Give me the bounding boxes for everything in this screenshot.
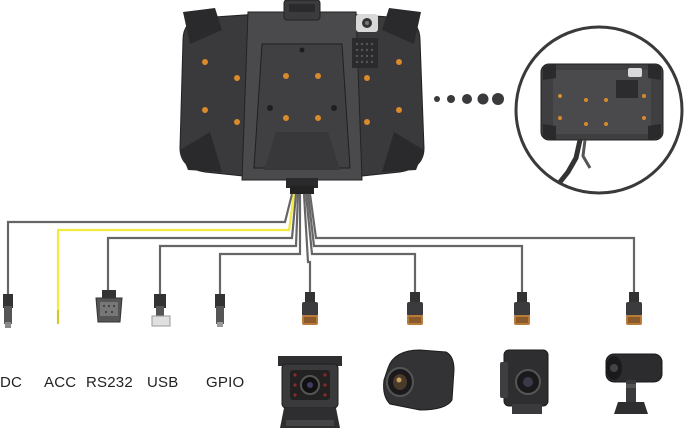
- side-camera-icon: [383, 349, 455, 411]
- cable-bundle: [6, 193, 636, 322]
- usb-plug-icon: [151, 294, 171, 327]
- rs232-connector-icon: [95, 290, 123, 323]
- rear-camera-icon: [278, 356, 342, 428]
- zoom-circle-icon: [514, 25, 684, 195]
- aviation-connector-icon: [302, 292, 642, 325]
- front-camera-icon: [500, 349, 549, 414]
- dots-ellipsis-icon: [434, 93, 504, 105]
- port-label-usb: USB: [147, 374, 179, 391]
- port-label-gpio: GPIO: [206, 374, 245, 391]
- gpio-plug-icon: [215, 294, 225, 327]
- port-label-acc: ACC: [44, 374, 77, 391]
- dms-camera-icon: [605, 353, 663, 414]
- dc-plug-icon: [3, 294, 13, 328]
- tablet-back-icon: [179, 0, 425, 194]
- port-label-rs232: RS232: [86, 374, 133, 391]
- port-label-dc: DC: [0, 374, 23, 391]
